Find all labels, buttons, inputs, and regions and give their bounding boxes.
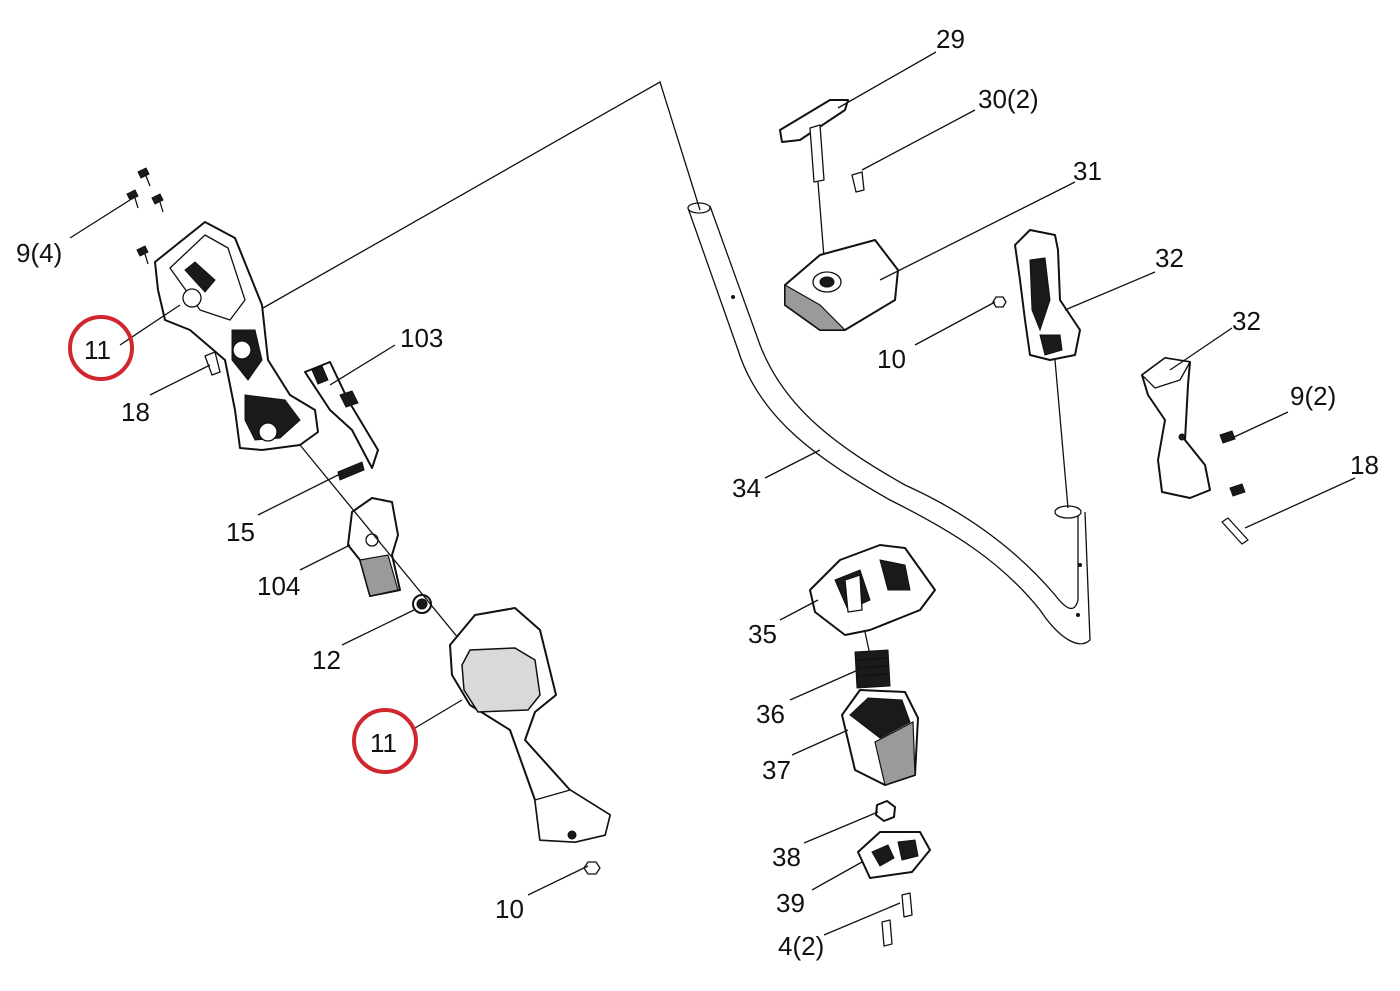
clamp-body-37 xyxy=(841,689,919,786)
spring-15 xyxy=(337,461,365,481)
label-37: 37 xyxy=(762,755,791,785)
screws-9 xyxy=(126,167,164,265)
label-36: 36 xyxy=(756,699,785,729)
spring-36 xyxy=(854,649,891,689)
label-32-b: 32 xyxy=(1232,306,1261,336)
label-35: 35 xyxy=(748,619,777,649)
label-11-a: 11 xyxy=(84,335,111,365)
label-32-a: 32 xyxy=(1155,243,1184,273)
label-11-b: 11 xyxy=(370,728,397,758)
clamp-base-35 xyxy=(809,544,936,636)
label-9-4: 9(4) xyxy=(16,238,62,268)
label-15: 15 xyxy=(226,517,255,547)
label-29: 29 xyxy=(936,24,965,54)
label-10-b: 10 xyxy=(495,894,524,924)
highlight-circle-11-upper xyxy=(68,315,134,381)
highlight-circles xyxy=(68,315,418,774)
label-31: 31 xyxy=(1073,156,1102,186)
label-9-2: 9(2) xyxy=(1290,381,1336,411)
left-handle-housing-11 xyxy=(154,221,319,451)
label-30: 30(2) xyxy=(978,84,1039,114)
nut-10-upper xyxy=(992,296,1007,308)
part-labels: 29 30(2) 31 32 32 10 9(4) 11 103 18 9(2)… xyxy=(16,24,1379,961)
highlight-circle-11-lower xyxy=(352,708,418,774)
label-103: 103 xyxy=(400,323,443,353)
label-104: 104 xyxy=(257,571,300,601)
screw-30 xyxy=(851,171,865,193)
label-12: 12 xyxy=(312,645,341,675)
switch-103 xyxy=(304,361,379,469)
grip-32-right xyxy=(1141,357,1211,499)
torsion-spring-12 xyxy=(412,594,432,614)
trigger-104 xyxy=(347,497,401,597)
label-34: 34 xyxy=(732,473,761,503)
right-handle-housing-11 xyxy=(449,607,611,843)
label-39: 39 xyxy=(776,888,805,918)
label-18-a: 18 xyxy=(121,397,150,427)
t-knob-29 xyxy=(779,99,849,183)
label-10-a: 10 xyxy=(877,344,906,374)
screw-18-right xyxy=(1221,517,1249,545)
bolts-4 xyxy=(881,892,913,947)
leader-lines xyxy=(69,51,1356,936)
label-18-b: 18 xyxy=(1350,450,1379,480)
screws-9-right xyxy=(1219,430,1246,497)
label-38: 38 xyxy=(772,842,801,872)
nut-10-lower xyxy=(583,861,601,875)
clamp-plate-39 xyxy=(857,831,931,879)
nut-38 xyxy=(875,800,896,822)
clamp-cap-31 xyxy=(784,239,899,331)
screw-18-left xyxy=(204,351,221,376)
grip-32-left xyxy=(1014,229,1081,361)
label-4-2: 4(2) xyxy=(778,931,824,961)
